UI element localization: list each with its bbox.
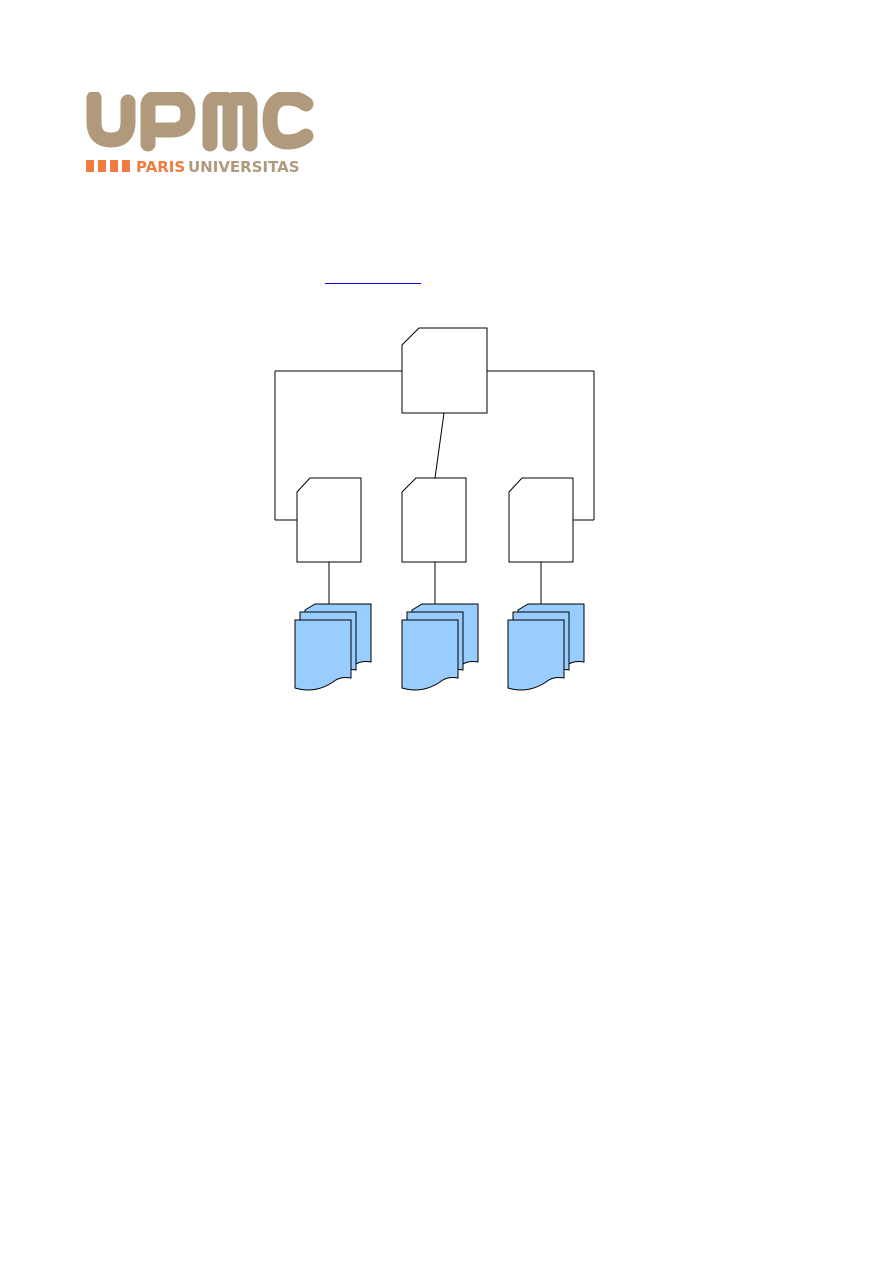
upmc-logo: PARIS UNIVERSITAS	[86, 92, 314, 176]
logo-tagline-paris: PARIS	[136, 158, 185, 176]
child-node-3	[508, 477, 574, 563]
document-stack-icon	[401, 603, 479, 691]
document-stack-icon	[507, 603, 585, 691]
root-node	[401, 327, 488, 414]
child-node-1	[296, 477, 362, 563]
logo-tagline-universitas: UNIVERSITAS	[188, 158, 300, 176]
child-node-2	[401, 477, 467, 563]
connector-middle	[434, 412, 445, 479]
hyperlink-underline[interactable]	[325, 283, 421, 284]
document-stack-icon	[294, 603, 372, 691]
